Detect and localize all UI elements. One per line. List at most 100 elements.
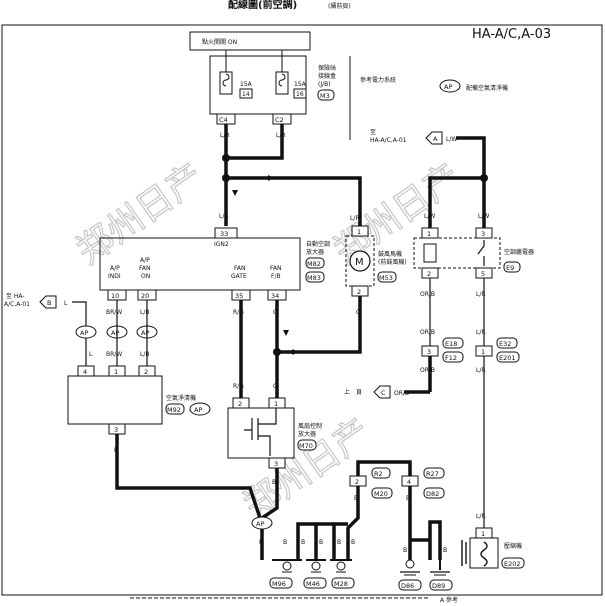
transistor-icon — [244, 408, 277, 456]
wire-lw-top — [456, 136, 486, 228]
svg-text:B: B — [319, 539, 323, 546]
ignition-switch-label: 點火開關 ON — [202, 38, 237, 46]
ref-mid-tag: C — [381, 389, 386, 397]
fuse-block-code-box — [317, 89, 335, 101]
purifier-pin-4-num: 4 — [83, 368, 87, 376]
wire-r2-loop — [356, 460, 412, 476]
ref-left-wire: L — [64, 300, 68, 307]
relay-coil-icon — [423, 243, 437, 263]
e18-code-box — [442, 337, 464, 349]
svg-text:AP: AP — [111, 329, 119, 337]
header-title: 配線圖(前空調) — [228, 0, 297, 11]
ground-d86-box — [398, 579, 422, 591]
ground-d86-icon — [400, 559, 420, 576]
conn-c2-label: C2 — [275, 116, 284, 124]
relay-code: E9 — [506, 264, 514, 272]
relay-label: 空調繼電器 — [504, 248, 534, 256]
blower-motor-icon — [349, 250, 371, 272]
wire-ground-bus-1 — [296, 522, 318, 560]
wire-b-fanctrl: B — [272, 479, 276, 486]
ref-left-text-2: A/C,A-01 — [4, 301, 30, 308]
air-purifier-ap — [189, 402, 211, 416]
watermark-1: 郑州日产 — [70, 156, 211, 272]
wire-brw-bottom: BR/W — [106, 351, 122, 358]
r2-code-box — [371, 467, 391, 479]
fan-ctrl-pin-1-num: 1 — [274, 400, 278, 408]
wire-lw-label-2: L/W — [478, 213, 489, 220]
f12-code-box — [442, 351, 464, 363]
pin-apindi-name-2: INDI — [108, 273, 121, 280]
wire-lr-33: L/R — [219, 213, 229, 220]
r27-pin-num: 4 — [407, 478, 411, 486]
ground-d89: D89 — [432, 582, 445, 590]
purifier-pin-1-num: 1 — [114, 368, 118, 376]
m20-code-box — [371, 487, 393, 499]
auto-amp-box — [99, 237, 301, 291]
wire-orb-1: OR/B — [420, 291, 435, 298]
r2-pin-num: 2 — [355, 478, 359, 486]
ground-m28-icon — [330, 559, 352, 573]
ground-m46-box — [303, 577, 327, 589]
relay-code-box — [503, 261, 521, 273]
purifier-pin-3-num: 3 — [114, 426, 118, 434]
blower-pin-1 — [351, 225, 369, 237]
wire-lr-relay5: L/R — [476, 291, 486, 298]
e18-code: E18 — [445, 340, 457, 348]
legend-ap-text: 配備空氣清淨機 — [466, 84, 508, 92]
fan-ctrl-label-1: 風扇控制 — [298, 422, 322, 430]
auto-amp-code-2-box — [305, 271, 325, 283]
pin-35-num: 35 — [235, 292, 243, 300]
ref-left-tag: B — [47, 299, 51, 307]
relay-pin-5-num: 5 — [481, 270, 485, 278]
fuse-16-amps: 15A — [294, 81, 307, 88]
wire-lr-comp: L/R — [476, 513, 486, 520]
fuse-14-num-box — [239, 88, 253, 99]
ground-m28-box — [331, 577, 355, 589]
e18-pin-num: 3 — [427, 348, 431, 356]
fuse-block-label-1: 保險絲 — [318, 64, 336, 72]
ref-mid-text: 上 頁 — [344, 388, 362, 396]
ground-m46-icon — [306, 559, 326, 573]
compressor-label: 壓縮機 — [504, 542, 522, 550]
e32-pin-num: 1 — [481, 348, 485, 356]
ref-left-tag-shape — [39, 295, 57, 309]
auto-amp-label-2: 放大器 — [306, 248, 324, 256]
compressor-box — [469, 537, 499, 569]
blower-pin-2-num: 2 — [357, 288, 361, 296]
svg-text:AP: AP — [80, 329, 88, 337]
wire-lr-e32: L/R — [476, 329, 486, 336]
legend-ap-badge — [439, 79, 461, 93]
fan-ctrl-code-box — [297, 439, 317, 451]
svg-text:AP: AP — [256, 520, 264, 528]
pin-fangate-name-1: FAN — [234, 265, 246, 272]
svg-text:B: B — [301, 539, 305, 546]
header-subtitle: (續前頁) — [328, 2, 351, 10]
wire-to-blower — [226, 176, 362, 226]
compressor-pin-num: 1 — [481, 530, 485, 538]
wire-orb-2: OR/B — [420, 329, 435, 336]
ref-mid-tag-shape — [373, 385, 391, 399]
f12-code: F12 — [445, 354, 457, 362]
pin-apfan-name-2: FAN — [139, 265, 151, 272]
fuse-block-code: M3 — [320, 92, 330, 100]
wire-l-label: L — [89, 351, 93, 358]
pin-34-num: 34 — [271, 292, 279, 300]
wire-b-r27: B — [406, 495, 410, 502]
blower-label-1: 鼓風馬機 — [378, 250, 402, 258]
power-note: 參考電力系統 — [360, 76, 396, 84]
blower-code: M53 — [379, 274, 393, 282]
wire-rg-top: R/G — [233, 309, 244, 316]
footer-note: A 參考 — [440, 596, 458, 604]
wire-lr-e201: L/R — [476, 367, 486, 374]
relay-pin-3-num: 3 — [481, 230, 485, 238]
wire-ref-left — [72, 301, 87, 366]
svg-text:AP: AP — [194, 406, 202, 414]
fuse-14-num: 14 — [242, 91, 250, 98]
blower-code-box — [377, 271, 397, 283]
svg-text:B: B — [337, 539, 341, 546]
arrow-down-1 — [232, 190, 238, 196]
page-code: HA-A/C,A-03 — [472, 27, 551, 42]
compressor-code: E202 — [504, 560, 521, 568]
